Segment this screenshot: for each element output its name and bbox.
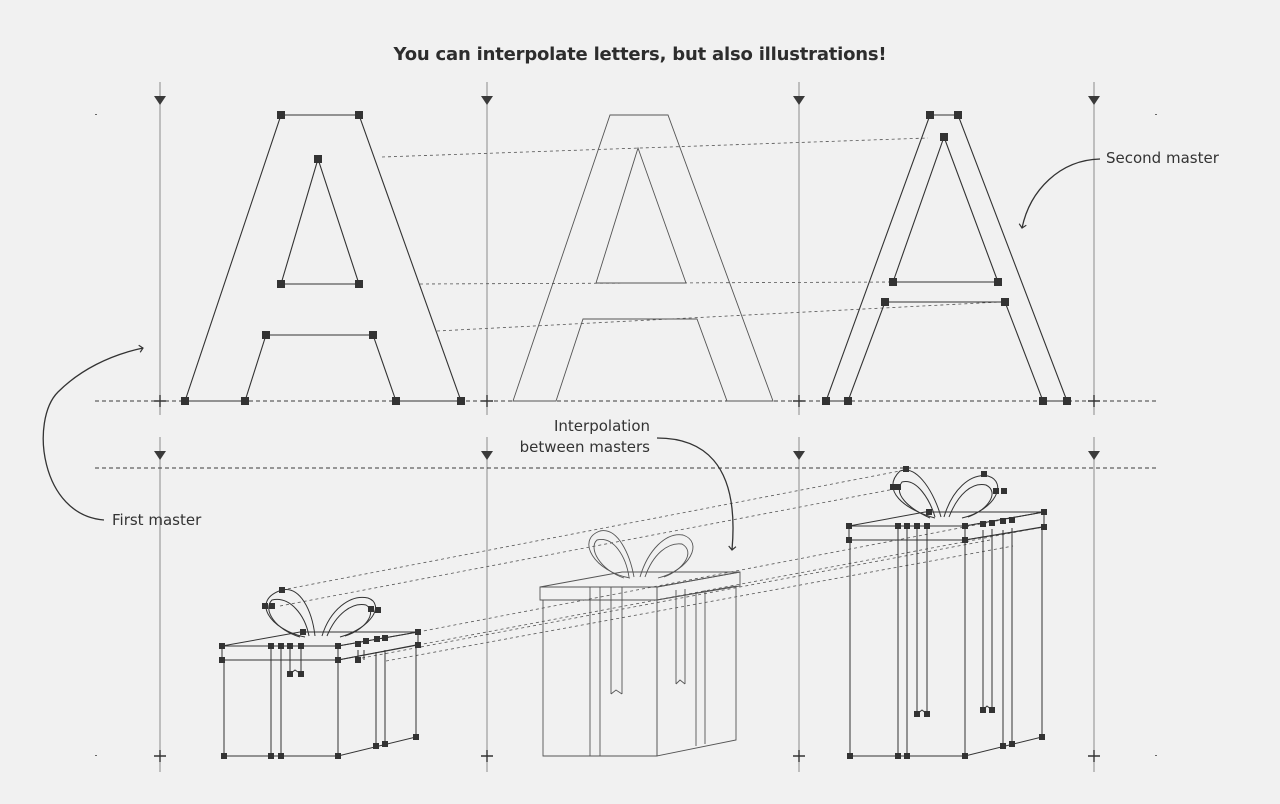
letter-a-second-master xyxy=(825,114,1068,402)
guide-markers xyxy=(154,96,1100,460)
guide-arrow-marker xyxy=(481,96,493,105)
baselines xyxy=(95,400,1158,469)
gift-first-master xyxy=(221,589,419,757)
control-points-a-first xyxy=(181,111,465,405)
letter-a-first-master xyxy=(184,114,462,402)
second-master-arrow xyxy=(1018,158,1101,229)
first-master-arrow xyxy=(42,344,144,521)
guide-arrow-marker xyxy=(481,451,493,460)
first-master-label: First master xyxy=(112,511,202,529)
interpolation-label-line2: between masters xyxy=(519,438,650,456)
control-points-a-second xyxy=(822,111,1071,405)
guide-arrow-marker xyxy=(793,451,805,460)
plus-mark xyxy=(154,750,166,762)
plus-mark xyxy=(481,750,493,762)
plus-mark xyxy=(1088,750,1100,762)
plus-mark xyxy=(793,750,805,762)
guide-arrow-marker xyxy=(154,96,166,105)
corner-dots xyxy=(95,114,1157,756)
guide-arrow-marker xyxy=(154,451,166,460)
gift-second-master xyxy=(848,469,1045,757)
gift-interpolated xyxy=(539,530,741,757)
guide-arrow-marker xyxy=(1088,96,1100,105)
guide-arrow-marker xyxy=(793,96,805,105)
page-title: You can interpolate letters, but also il… xyxy=(393,44,887,65)
interpolation-label-line1: Interpolation xyxy=(554,417,650,435)
interpolation-label: Interpolation between masters xyxy=(496,416,650,458)
second-master-label: Second master xyxy=(1106,149,1219,167)
control-points-gift-first xyxy=(219,587,421,759)
interpolation-arrow xyxy=(656,437,737,551)
guide-arrow-marker xyxy=(1088,451,1100,460)
guides xyxy=(159,82,1095,772)
letter-a-interpolated xyxy=(512,114,774,402)
control-points-gift-second xyxy=(846,466,1047,759)
